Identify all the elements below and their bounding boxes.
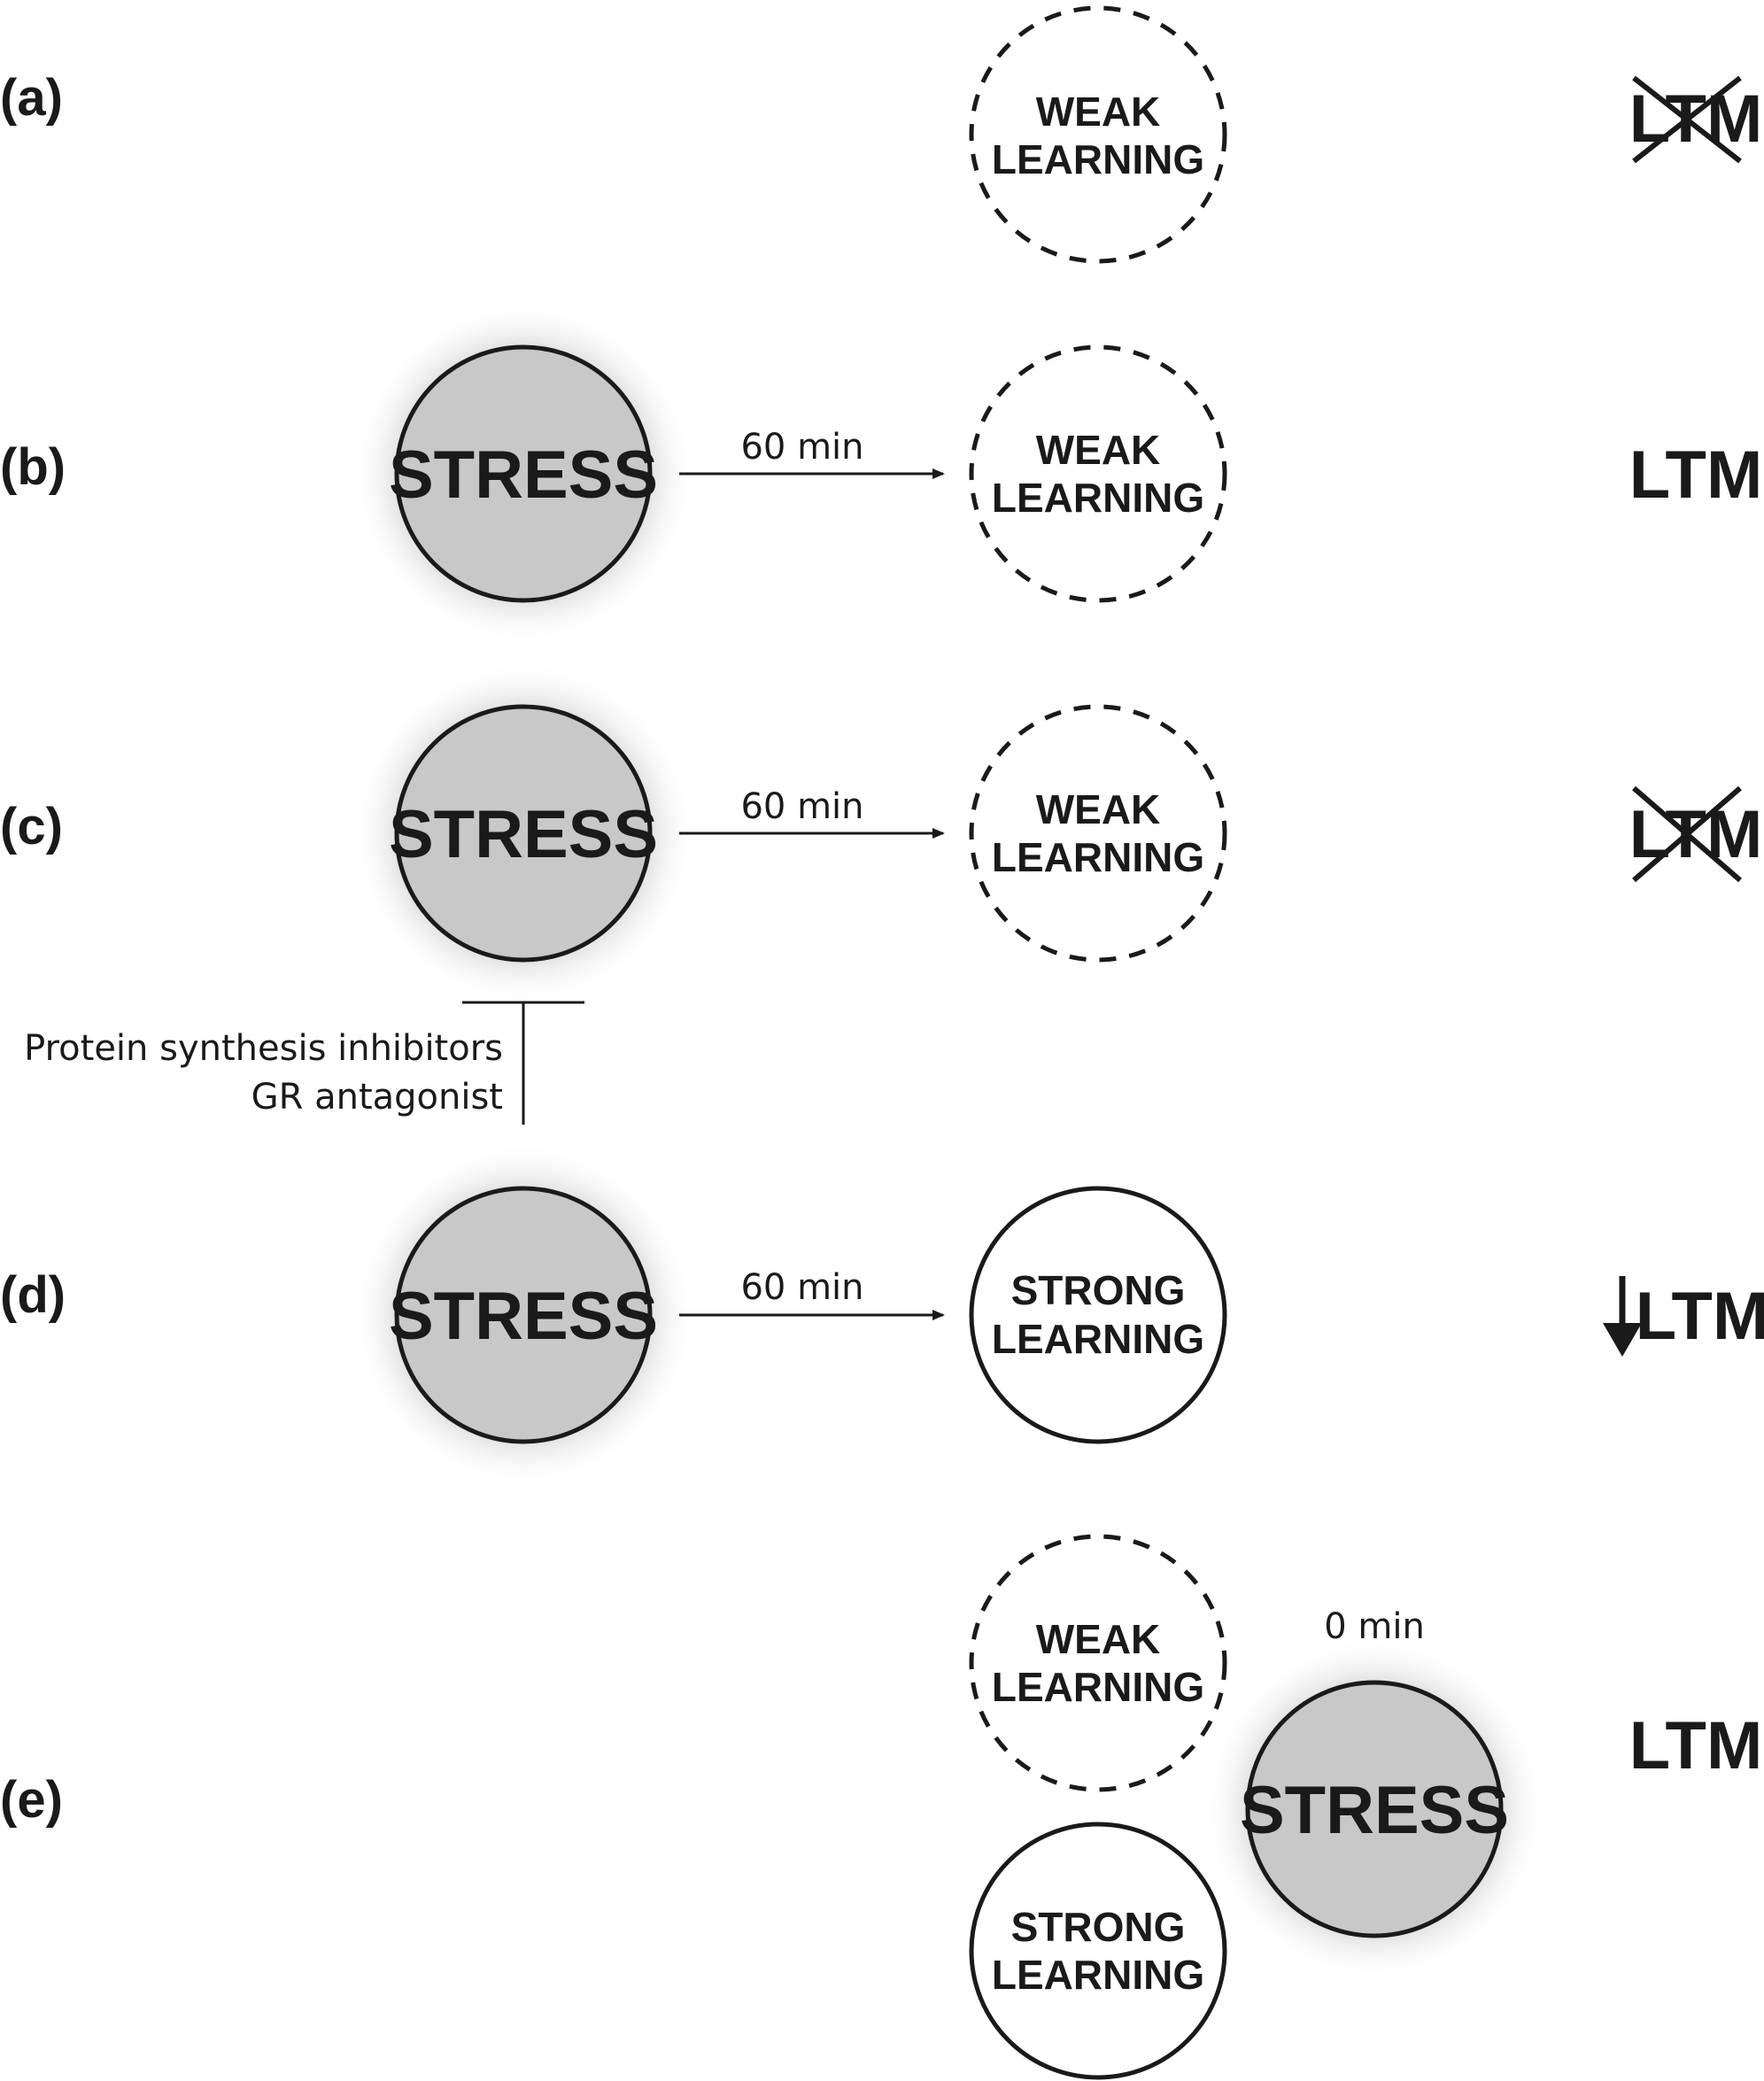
panel-label-c: (c) — [0, 798, 63, 855]
panel-label-a: (a) — [0, 69, 63, 127]
weak-learning-node: WEAK LEARNING — [969, 5, 1227, 264]
learning-strength-label: WEAK — [1036, 427, 1161, 473]
ltm-outcome-crossed: LTM — [1629, 785, 1763, 883]
cross-line-2 — [1632, 75, 1742, 164]
panel-d: (d) STRESS 60 min STRONG LEARNING LTM — [0, 1142, 1764, 1488]
learning-strength-label: STRONG — [1011, 1904, 1186, 1950]
delay-label: 60 min — [740, 786, 863, 827]
stress-label: STRESS — [389, 1279, 658, 1354]
inhibitor-label-protein-synthesis: Protein synthesis inhibitors — [24, 1028, 503, 1069]
delay-arrow: 60 min — [679, 1267, 945, 1320]
weak-learning-node: WEAK LEARNING — [969, 344, 1227, 603]
ltm-label: LTM — [1629, 797, 1763, 872]
learning-label: LEARNING — [992, 475, 1204, 521]
panel-label-b: (b) — [0, 438, 66, 496]
delay-arrow: 60 min — [679, 786, 945, 839]
learning-label: LEARNING — [992, 834, 1204, 880]
stress-node: STRESS — [351, 1142, 696, 1488]
weak-learning-node: WEAK LEARNING — [969, 1534, 1227, 1792]
stress-node: STRESS — [351, 301, 696, 646]
ltm-label: LTM — [1636, 1279, 1764, 1354]
delay-label: 60 min — [740, 427, 863, 468]
panel-a: (a) WEAK LEARNING LTM — [0, 5, 1762, 264]
strong-learning-node: STRONG LEARNING — [969, 1186, 1227, 1444]
arrow-down-icon — [1603, 1276, 1642, 1357]
panel-b: (b) STRESS 60 min WEAK LEARNING LTM — [0, 301, 1762, 646]
ltm-outcome-crossed: LTM — [1629, 75, 1762, 164]
panel-label-d: (d) — [0, 1266, 66, 1324]
learning-strength-label: WEAK — [1036, 786, 1161, 832]
panel-label-e: (e) — [0, 1771, 63, 1829]
learning-label: LEARNING — [992, 136, 1204, 182]
learning-strength-label: STRONG — [1011, 1267, 1186, 1313]
learning-label: LEARNING — [992, 1316, 1204, 1362]
stress-label: STRESS — [389, 797, 658, 872]
ltm-label: LTM — [1629, 437, 1763, 513]
inhibitor-label-gr-antagonist: GR antagonist — [251, 1077, 503, 1118]
learning-strength-label: WEAK — [1036, 1616, 1161, 1662]
cross-line-2 — [1632, 785, 1742, 883]
stress-node: STRESS — [351, 661, 696, 1006]
weak-learning-node: WEAK LEARNING — [969, 704, 1227, 963]
learning-strength-label: WEAK — [1036, 89, 1161, 135]
ltm-label: LTM — [1629, 1708, 1763, 1783]
stress-node: STRESS — [1202, 1636, 1547, 1982]
learning-label: LEARNING — [992, 1664, 1204, 1710]
learning-label: LEARNING — [992, 1952, 1204, 1998]
panel-e: (e) WEAK LEARNING STRONG LEARNING 0 min … — [0, 1534, 1763, 2080]
strong-learning-node: STRONG LEARNING — [969, 1822, 1227, 2080]
delay-label: 60 min — [740, 1267, 863, 1308]
delay-arrow: 60 min — [679, 427, 945, 479]
stress-label: STRESS — [1240, 1773, 1509, 1848]
panel-c: (c) STRESS 60 min WEAK LEARNING LTM Prot… — [0, 661, 1762, 1125]
ltm-outcome-decreased: LTM — [1603, 1276, 1764, 1357]
inhibition-bar — [462, 1001, 584, 1125]
stress-label: STRESS — [389, 437, 658, 513]
